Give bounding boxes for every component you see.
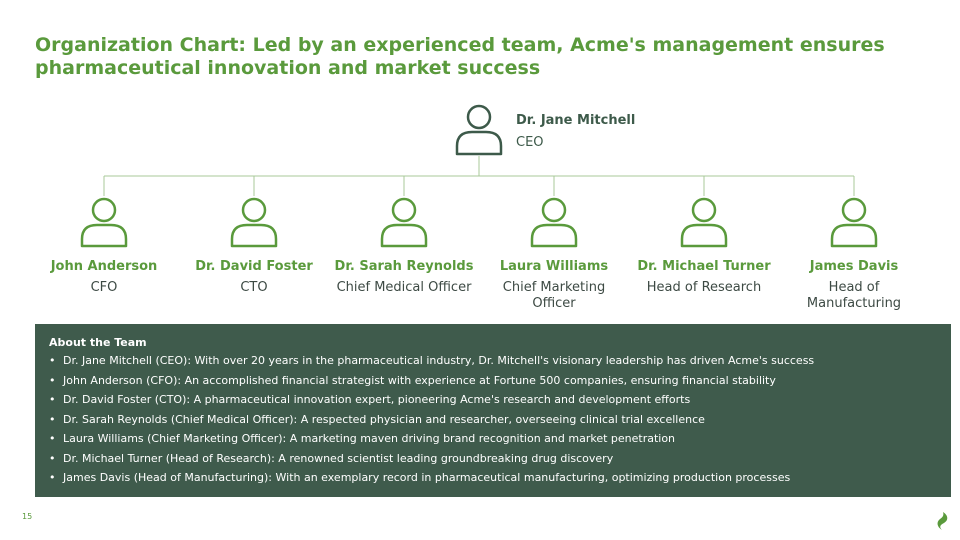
member-name: Dr. Sarah Reynolds bbox=[334, 259, 474, 274]
person-icon bbox=[80, 197, 128, 248]
team-member-cto: Dr. David Foster CTO bbox=[179, 196, 329, 296]
member-role: CFO bbox=[90, 280, 118, 295]
member-name: Dr. David Foster bbox=[195, 259, 313, 274]
about-list: Dr. Jane Mitchell (CEO): With over 20 ye… bbox=[49, 354, 937, 484]
member-role: Head of Manufacturing bbox=[806, 280, 902, 311]
person-icon bbox=[380, 197, 428, 248]
about-item: Dr. Sarah Reynolds (Chief Medical Office… bbox=[49, 413, 937, 426]
about-item: James Davis (Head of Manufacturing): Wit… bbox=[49, 471, 937, 484]
ceo-name: Dr. Jane Mitchell bbox=[516, 113, 636, 128]
team-member-cmo-medical: Dr. Sarah Reynolds Chief Medical Officer bbox=[329, 196, 479, 296]
team-member-manufacturing: James Davis Head of Manufacturing bbox=[779, 196, 929, 312]
about-item: Dr. Jane Mitchell (CEO): With over 20 ye… bbox=[49, 354, 937, 367]
about-heading: About the Team bbox=[49, 336, 147, 349]
team-member-research: Dr. Michael Turner Head of Research bbox=[629, 196, 779, 296]
about-item: Dr. Michael Turner (Head of Research): A… bbox=[49, 452, 937, 465]
ceo-role: CEO bbox=[516, 135, 544, 150]
about-item: Dr. David Foster (CTO): A pharmaceutical… bbox=[49, 393, 937, 406]
person-icon bbox=[830, 197, 878, 248]
about-team-box: About the Team Dr. Jane Mitchell (CEO): … bbox=[35, 324, 951, 497]
member-name: James Davis bbox=[809, 259, 899, 274]
person-icon bbox=[230, 197, 278, 248]
team-member-cfo: John Anderson CFO bbox=[29, 196, 179, 296]
member-role: Head of Research bbox=[646, 280, 762, 295]
page-number: 15 bbox=[22, 512, 33, 521]
person-icon bbox=[530, 197, 578, 248]
page-title: Organization Chart: Led by an experience… bbox=[35, 34, 885, 79]
member-name: John Anderson bbox=[50, 259, 158, 274]
leaf-logo-icon bbox=[937, 512, 948, 530]
member-role: CTO bbox=[240, 280, 268, 295]
member-role: Chief Medical Officer bbox=[336, 280, 472, 295]
member-name: Laura Williams bbox=[499, 259, 609, 274]
ceo-person-icon bbox=[455, 104, 503, 156]
person-icon bbox=[680, 197, 728, 248]
team-member-cmo-marketing: Laura Williams Chief Marketing Officer bbox=[479, 196, 629, 312]
member-role: Chief Marketing Officer bbox=[502, 280, 606, 311]
about-item: Laura Williams (Chief Marketing Officer)… bbox=[49, 432, 937, 445]
about-item: John Anderson (CFO): An accomplished fin… bbox=[49, 374, 937, 387]
member-name: Dr. Michael Turner bbox=[637, 259, 771, 274]
